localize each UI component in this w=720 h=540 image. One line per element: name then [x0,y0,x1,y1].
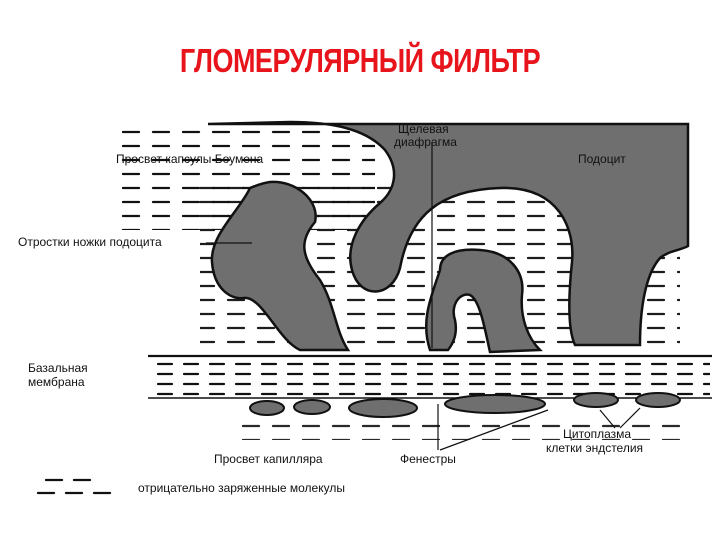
endothelial-cytoplasm-label-2: клетки эндстелия [546,441,643,455]
capillary-lumen-label: Просвет капилляра [214,452,323,466]
capillary-lumen-molecules [230,418,680,440]
podocyte-label: Подоцит [578,152,626,166]
foot-process-1 [210,180,351,352]
leader-lines [206,242,641,451]
foot-processes-label: Отростки ножки подоцита [18,235,162,249]
legend: отрицательно заряженные молекулы [36,478,345,495]
basement-membrane [148,354,712,399]
basement-membrane-label-2: мембрана [28,375,85,389]
bowman-lumen-label: Просвет капсулы Боумена [116,152,264,166]
legend-dash-icon [36,478,112,495]
slit-diaphragm-label-1: Щелевая [398,122,449,136]
fenestrae-label: Фенестры [400,452,456,466]
legend-label: отрицательно заряженные молекулы [138,481,345,495]
basement-membrane-label-1: Базальная [28,361,88,375]
endothelial-cytoplasm [249,392,681,418]
foot-process-2 [424,248,543,354]
slit-diaphragm-label-2: диафрагма [394,135,457,149]
page-title: ГЛОМЕРУЛЯРНЫЙ ФИЛЬТР [179,42,541,80]
endothelial-cytoplasm-label-1: Цитоплазма [563,427,631,441]
podocyte-cell-body [207,120,690,347]
